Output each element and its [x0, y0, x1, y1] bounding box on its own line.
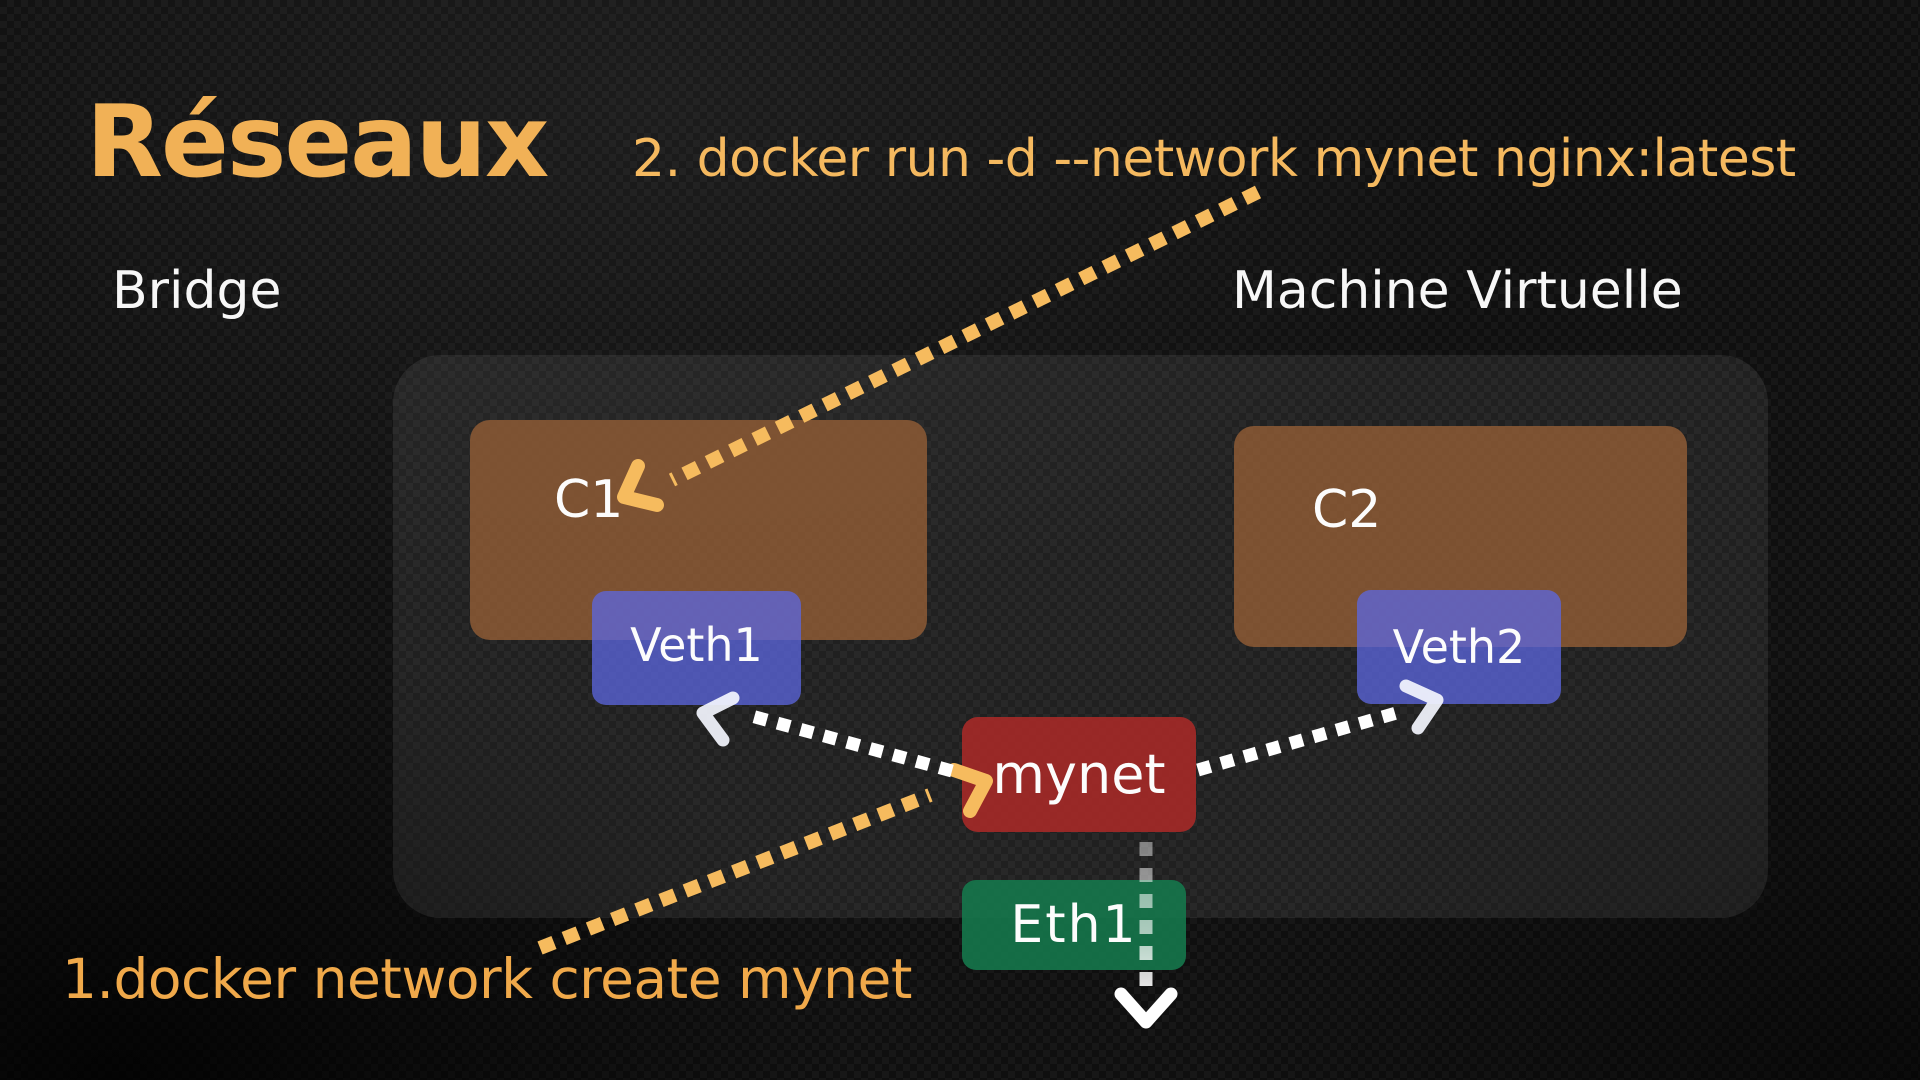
section-label-bridge: Bridge [112, 261, 282, 321]
page-title: Réseaux [86, 83, 549, 200]
mynet-network-box: mynet [962, 717, 1196, 832]
container-label-c1: C1 [554, 470, 624, 530]
annotation-step1-command: 1.docker network create mynet [62, 947, 912, 1011]
mynet-label: mynet [992, 743, 1166, 806]
veth2-label: Veth2 [1392, 620, 1526, 674]
container-label-c2: C2 [1312, 480, 1382, 540]
annotation-step2-command: 2. docker run -d --network mynet nginx:l… [632, 129, 1796, 189]
section-label-machine-virtuelle: Machine Virtuelle [1232, 261, 1683, 321]
veth1-box: Veth1 [592, 591, 801, 705]
eth1-interface-box: Eth1 [962, 880, 1186, 970]
eth1-label: Eth1 [1010, 895, 1138, 955]
veth1-label: Veth1 [630, 618, 763, 672]
veth2-box: Veth2 [1357, 590, 1561, 704]
